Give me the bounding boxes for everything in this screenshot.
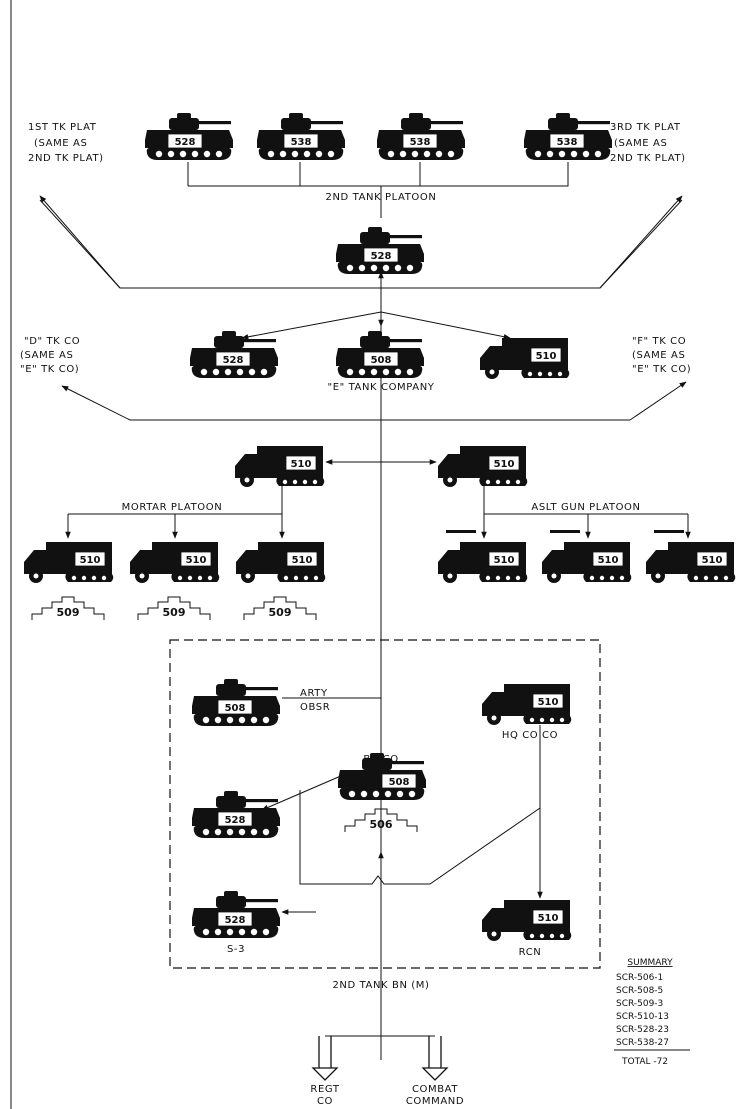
vehicle-mid-right: 510	[438, 446, 528, 487]
label-plat1: 1ST TK PLAT	[28, 122, 97, 133]
vehicle-mid-left: 510	[235, 446, 325, 487]
svg-text:509: 509	[57, 606, 80, 619]
vehicle-aslt-2: 510	[542, 530, 632, 583]
summary-row: SCR-509-3	[616, 999, 663, 1009]
label-f-co: "F" TK CO	[632, 336, 686, 347]
summary-total: TOTAL -72	[621, 1057, 668, 1067]
label-combat: COMBAT	[412, 1084, 458, 1095]
vehicle-e-left: 528	[190, 331, 278, 378]
vehicle-hq-hqco: 510	[482, 684, 572, 725]
svg-text:528: 528	[371, 251, 392, 262]
vehicle-hq-rcn: 510	[482, 900, 572, 941]
svg-text:528: 528	[225, 815, 246, 826]
vehicle-aslt-3: 510	[646, 530, 736, 583]
vehicle-mortar-1: 510	[24, 542, 114, 583]
label-e-company: "E" TANK COMPANY	[328, 382, 435, 393]
vehicle-top-2: 538	[257, 113, 345, 160]
vehicle-aslt-1: 510	[438, 530, 528, 583]
label-battalion: 2ND TANK BN (M)	[332, 980, 429, 991]
label-aslt: ASLT GUN PLATOON	[531, 502, 640, 513]
svg-text:510: 510	[80, 555, 101, 566]
antennas: 509 509 509 506	[31, 596, 418, 833]
labels: 1ST TK PLAT (SAME AS 2ND TK PLAT) 3RD TK…	[20, 122, 691, 1107]
svg-text:528: 528	[223, 355, 244, 366]
svg-text:2ND TK PLAT): 2ND TK PLAT)	[610, 153, 686, 164]
vehicle-top-4: 538	[524, 113, 612, 160]
svg-text:2ND TK PLAT): 2ND TK PLAT)	[28, 153, 104, 164]
svg-text:528: 528	[175, 137, 196, 148]
antenna-mortar-1: 509	[31, 596, 105, 621]
svg-text:"E" TK CO): "E" TK CO)	[20, 364, 79, 375]
svg-text:CO: CO	[317, 1096, 333, 1107]
label-arty: ARTY	[300, 688, 328, 699]
vehicle-mortar-3: 510	[236, 542, 326, 583]
vehicle-e-center: 508	[336, 331, 424, 378]
label-platoon2: 2ND TANK PLATOON	[326, 192, 437, 203]
label-rcn: RCN	[519, 947, 542, 958]
svg-text:OBSR: OBSR	[300, 702, 330, 713]
vehicle-plat-leader: 528	[336, 227, 424, 274]
summary-row: SCR-508-5	[616, 986, 663, 996]
svg-text:509: 509	[163, 606, 186, 619]
svg-text:510: 510	[536, 351, 557, 362]
vehicle-hq-bnco: 508	[338, 753, 426, 800]
antenna-bnco: 506	[344, 808, 418, 833]
svg-text:538: 538	[557, 137, 578, 148]
antenna-mortar-2: 509	[137, 596, 211, 621]
vehicle-e-right: 510	[480, 338, 570, 379]
svg-text:(SAME AS: (SAME AS	[614, 138, 667, 149]
label-hq-co: HQ CO CO	[502, 730, 558, 741]
label-regt: REGT	[310, 1084, 339, 1095]
summary-row: SCR-538-27	[616, 1038, 669, 1048]
svg-text:(SAME AS: (SAME AS	[34, 138, 87, 149]
svg-text:510: 510	[494, 459, 515, 470]
svg-text:COMMAND: COMMAND	[406, 1096, 464, 1107]
label-bn-co: BN CO	[363, 754, 398, 765]
svg-text:510: 510	[598, 555, 619, 566]
label-mortar: MORTAR PLATOON	[122, 502, 223, 513]
vehicle-hq-cmd: 528	[192, 791, 280, 838]
summary-title: SUMMARY	[627, 958, 673, 968]
vehicle-hq-arty: 508	[192, 679, 280, 726]
svg-text:(SAME AS: (SAME AS	[632, 350, 685, 361]
svg-text:508: 508	[225, 703, 246, 714]
svg-text:509: 509	[269, 606, 292, 619]
svg-text:510: 510	[702, 555, 723, 566]
svg-text:538: 538	[410, 137, 431, 148]
antenna-mortar-3: 509	[243, 596, 317, 621]
svg-text:"E" TK CO): "E" TK CO)	[632, 364, 691, 375]
svg-text:506: 506	[370, 818, 393, 831]
vehicle-top-1: 528	[145, 113, 233, 160]
svg-text:510: 510	[494, 555, 515, 566]
vehicle-mortar-2: 510	[130, 542, 220, 583]
svg-text:528: 528	[225, 915, 246, 926]
svg-text:508: 508	[389, 777, 410, 788]
summary-row: SCR-506-1	[616, 973, 663, 983]
label-plat3: 3RD TK PLAT	[610, 122, 681, 133]
vehicles: 528 538 538 538 528 528	[24, 113, 736, 941]
svg-text:508: 508	[371, 355, 392, 366]
svg-text:510: 510	[538, 913, 559, 924]
svg-text:510: 510	[291, 459, 312, 470]
svg-text:510: 510	[538, 697, 559, 708]
summary-row: SCR-510-13	[616, 1012, 669, 1022]
svg-text:538: 538	[291, 137, 312, 148]
summary-row: SCR-528-23	[616, 1025, 669, 1035]
svg-text:510: 510	[186, 555, 207, 566]
label-d-co: "D" TK CO	[24, 336, 80, 347]
label-s3: S-3	[227, 944, 245, 955]
vehicle-top-3: 538	[377, 113, 465, 160]
svg-text:510: 510	[292, 555, 313, 566]
svg-text:(SAME AS: (SAME AS	[20, 350, 73, 361]
connectors	[39, 162, 691, 1081]
summary-table: SUMMARY SCR-506-1 SCR-508-5 SCR-509-3 SC…	[614, 958, 690, 1067]
vehicle-hq-s3: 528	[192, 891, 280, 938]
